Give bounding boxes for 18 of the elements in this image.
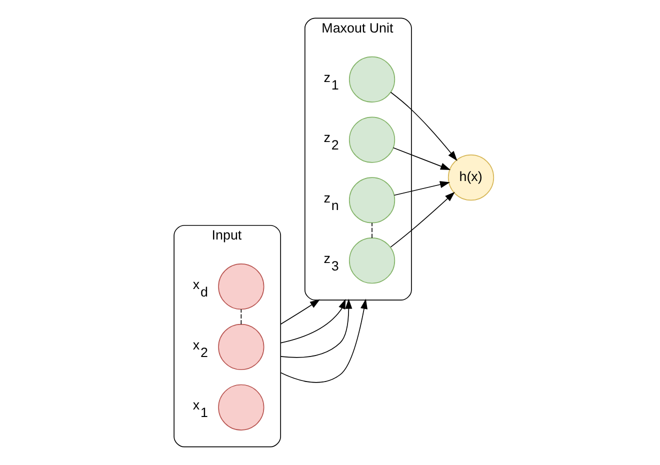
node-circle [218,384,264,430]
arrow [392,147,450,170]
node-circle [348,56,395,102]
connector [371,222,372,238]
arrow [393,181,450,196]
arrow [390,192,454,248]
node-circle [348,238,395,284]
arrow [280,299,320,325]
arrow [390,92,457,161]
node-circle [218,324,264,370]
arrow [280,298,346,344]
node-circle: h(x) [447,154,494,201]
node-circle [348,116,395,163]
connector [240,308,242,325]
arrow [280,298,352,358]
node-circle [348,177,395,224]
arrow [280,298,368,383]
node-circle [218,264,264,310]
